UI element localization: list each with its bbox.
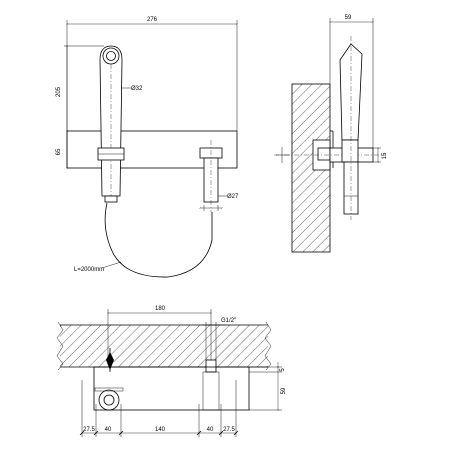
dimension-276: 276 bbox=[147, 17, 158, 23]
front-view: 276 205 65 Ø32 bbox=[56, 17, 239, 278]
chain-dim-40-left: 40 bbox=[105, 427, 112, 433]
dimension-59-side: 59 bbox=[345, 15, 352, 21]
leader-hose-length bbox=[101, 261, 122, 269]
chain-tick-6 bbox=[233, 430, 239, 436]
outlet-plan bbox=[202, 371, 220, 411]
side-view: 59 15 bbox=[274, 15, 388, 253]
thread-size: G1/2" bbox=[221, 318, 236, 324]
dimension-5: 5 bbox=[280, 368, 286, 372]
chain-tick-1 bbox=[79, 430, 85, 436]
recess-fitting bbox=[317, 147, 331, 161]
break-mark-right bbox=[264, 321, 272, 371]
diameter-27: Ø27 bbox=[227, 194, 239, 200]
chain-tick-4 bbox=[196, 430, 202, 436]
dimension-180: 180 bbox=[155, 306, 166, 312]
hose-connector bbox=[104, 195, 118, 203]
holder-plan bbox=[94, 387, 124, 392]
chain-tick-5 bbox=[218, 430, 224, 436]
dimension-205: 205 bbox=[56, 86, 62, 97]
chain-dim-40-right: 40 bbox=[207, 427, 214, 433]
hose-outlet: Ø27 bbox=[199, 140, 239, 212]
hand-shower-side bbox=[339, 43, 363, 141]
hose bbox=[104, 202, 213, 278]
hand-shower-plan-outer bbox=[98, 389, 120, 411]
dimension-65: 65 bbox=[56, 148, 62, 155]
holder-side bbox=[341, 139, 359, 163]
hose-length: L=2000mm bbox=[74, 267, 104, 273]
break-mark-left bbox=[56, 321, 64, 371]
anchor-head bbox=[106, 352, 114, 370]
dimension-15: 15 bbox=[382, 152, 388, 159]
hand-shower-head-inner bbox=[106, 51, 116, 61]
chain-dim-27-5-left: 27.5 bbox=[83, 427, 95, 433]
chain-dim-140: 140 bbox=[155, 427, 166, 433]
wall-band bbox=[60, 325, 268, 367]
plate-plan bbox=[93, 366, 250, 411]
hand-shower-plan-inner bbox=[103, 394, 115, 406]
chain-dim-27-5-right: 27.5 bbox=[223, 427, 235, 433]
outlet-in-wall bbox=[205, 359, 217, 373]
plan-view: 180 G1/2" 5 59 bbox=[56, 306, 287, 437]
dimension-59-plan: 59 bbox=[281, 387, 287, 394]
hand-shower: Ø32 bbox=[97, 45, 143, 203]
chain-tick-2 bbox=[93, 430, 99, 436]
diameter-32: Ø32 bbox=[131, 86, 143, 92]
chain-tick-3 bbox=[118, 430, 124, 436]
